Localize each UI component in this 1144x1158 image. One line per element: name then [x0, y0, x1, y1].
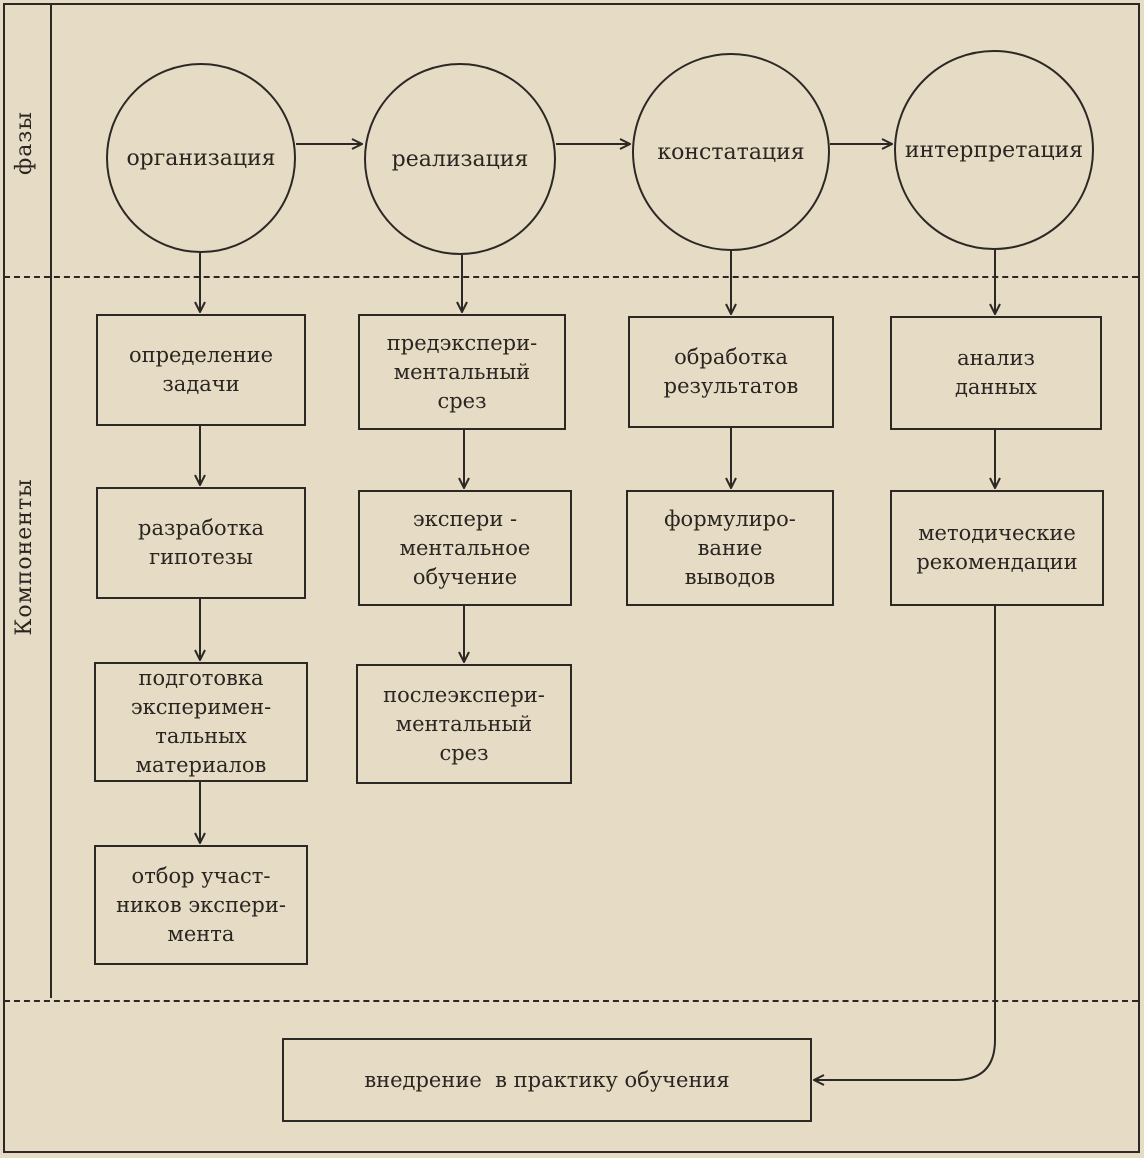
component-box-conclusions: формулиро- вание выводов	[626, 490, 834, 606]
component-box-data-analysis: анализ данных	[890, 316, 1102, 430]
components-divider	[4, 1000, 1138, 1002]
phase-label: организация	[126, 145, 276, 171]
phase-circle-organization: организация	[106, 63, 296, 253]
phase-label: констатация	[657, 139, 805, 165]
component-box-pre-test: предэкспери- ментальный срез	[358, 314, 566, 430]
outer-frame	[3, 3, 1140, 1153]
phases-divider	[4, 276, 1138, 278]
component-box-recommendations: методические рекомендации	[890, 490, 1104, 606]
phase-label: интерпретация	[904, 137, 1084, 163]
arrow-recommendations-to-outcome	[814, 606, 996, 1080]
label-column-divider	[50, 4, 52, 998]
component-box-experimental-training: экспери - ментальное обучение	[358, 490, 572, 606]
phase-circle-interpretation: интерпретация	[894, 50, 1094, 250]
component-box-participants: отбор участ- ников экспери- мента	[94, 845, 308, 965]
component-box-hypothesis: разработка гипотезы	[96, 487, 306, 599]
phase-circle-realization: реализация	[364, 63, 556, 255]
component-box-task-definition: определение задачи	[96, 314, 306, 426]
phase-circle-statement: констатация	[632, 53, 830, 251]
component-box-processing: обработка результатов	[628, 316, 834, 428]
outcome-box: внедрение в практику обучения	[282, 1038, 812, 1122]
component-box-post-test: послеэкспери- ментальный срез	[356, 664, 572, 784]
component-box-materials: подготовка эксперимен- тальных материало…	[94, 662, 308, 782]
phase-label: реализация	[391, 146, 529, 172]
